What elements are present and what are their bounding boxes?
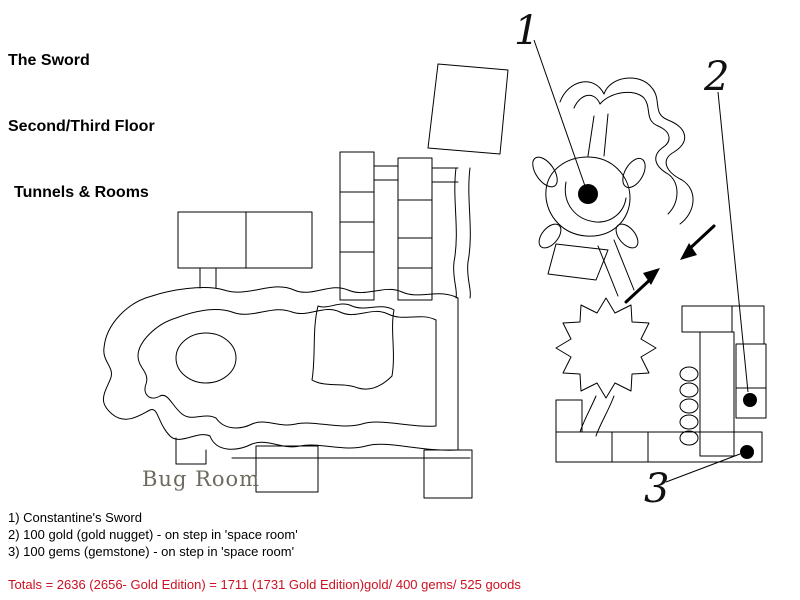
arrow-up-right-icon <box>624 268 660 304</box>
tunnel-branch-a <box>587 115 595 157</box>
map-title: The Sword Second/Third Floor Tunnels & R… <box>8 6 155 248</box>
legend-item-3: 3) 100 gems (gemstone) - on step in 'spa… <box>8 544 295 559</box>
tunnel-branch-b <box>603 113 609 157</box>
step-room-b <box>423 449 473 499</box>
stairs-coil-icon <box>679 366 699 446</box>
winding-tunnel-wall-b <box>573 91 678 215</box>
bug-room-label: Bug Room <box>142 467 260 491</box>
bottom-right-corridor <box>555 431 763 463</box>
ladder-corridor-left <box>339 151 375 301</box>
left-cavern-outline <box>103 286 459 451</box>
right-wall-l <box>731 305 765 345</box>
legend-item-1: 1) Constantine's Sword <box>8 510 142 525</box>
double-room-rect <box>177 211 313 269</box>
map-annotations: 1 2 3 Bug Room <box>142 8 757 512</box>
marker-2-dot <box>743 393 757 407</box>
title-line-3: Tunnels & Rooms <box>14 184 149 201</box>
coil-ring-1 <box>679 366 699 382</box>
inner-room-wavy <box>311 303 395 390</box>
title-line-2: Second/Third Floor <box>8 118 155 135</box>
marker-1-dot <box>578 184 598 204</box>
chamber-antechamber <box>547 243 609 281</box>
marker-3-dot <box>740 445 754 459</box>
round-chamber-inner-arc <box>564 181 627 223</box>
chamber-petal-nw <box>532 156 558 188</box>
round-chamber-outline <box>545 156 631 237</box>
right-room-small-b <box>735 387 767 419</box>
totals-line: Totals = 2636 (2656- Gold Edition) = 171… <box>8 577 521 592</box>
right-room-top <box>681 305 733 333</box>
marker-2-number: 2 <box>703 54 729 100</box>
space-corridor-b <box>597 245 619 297</box>
marker-3-number: 3 <box>644 466 669 512</box>
space-room-tail-a <box>579 395 597 433</box>
space-room-tail-b <box>595 395 615 437</box>
chamber-petal-se <box>615 223 639 249</box>
step-room-a <box>255 445 319 493</box>
coil-ring-3 <box>679 398 699 414</box>
vertical-corridor-wall-b <box>467 167 471 299</box>
marker-1-leader-line <box>533 39 586 187</box>
chamber-petal-ne <box>622 157 646 189</box>
chamber-petal-sw <box>538 223 562 249</box>
arrow-down-left-head <box>680 243 697 260</box>
coil-ring-5 <box>679 430 699 446</box>
title-line-1: The Sword <box>8 52 90 69</box>
tilted-room <box>427 63 509 155</box>
winding-tunnel-wall-a <box>559 77 694 225</box>
right-room-small-a <box>735 343 767 389</box>
vertical-corridor-wall-a <box>453 167 457 299</box>
inner-chamber-ellipse <box>175 332 237 384</box>
map-drawing <box>103 63 767 499</box>
coil-ring-2 <box>679 382 699 398</box>
legend: 1) Constantine's Sword 2) 100 gold (gold… <box>8 509 298 560</box>
space-room-star <box>555 297 657 399</box>
space-corridor-a <box>613 239 635 291</box>
marker-2-leader-line <box>717 91 749 393</box>
coil-ring-4 <box>679 414 699 430</box>
left-cavern-inner-loop <box>137 308 437 429</box>
bug-room-hook <box>175 437 207 465</box>
bottom-right-stub <box>555 399 583 433</box>
marker-3-leader-line <box>665 453 741 483</box>
arrow-down-left-icon <box>680 224 716 260</box>
marker-1-number: 1 <box>514 8 539 54</box>
right-room-tall <box>699 331 735 457</box>
legend-item-2: 2) 100 gold (gold nugget) - on step in '… <box>8 527 298 542</box>
ladder-corridor-right <box>397 157 433 301</box>
arrow-up-right-head <box>643 268 660 285</box>
